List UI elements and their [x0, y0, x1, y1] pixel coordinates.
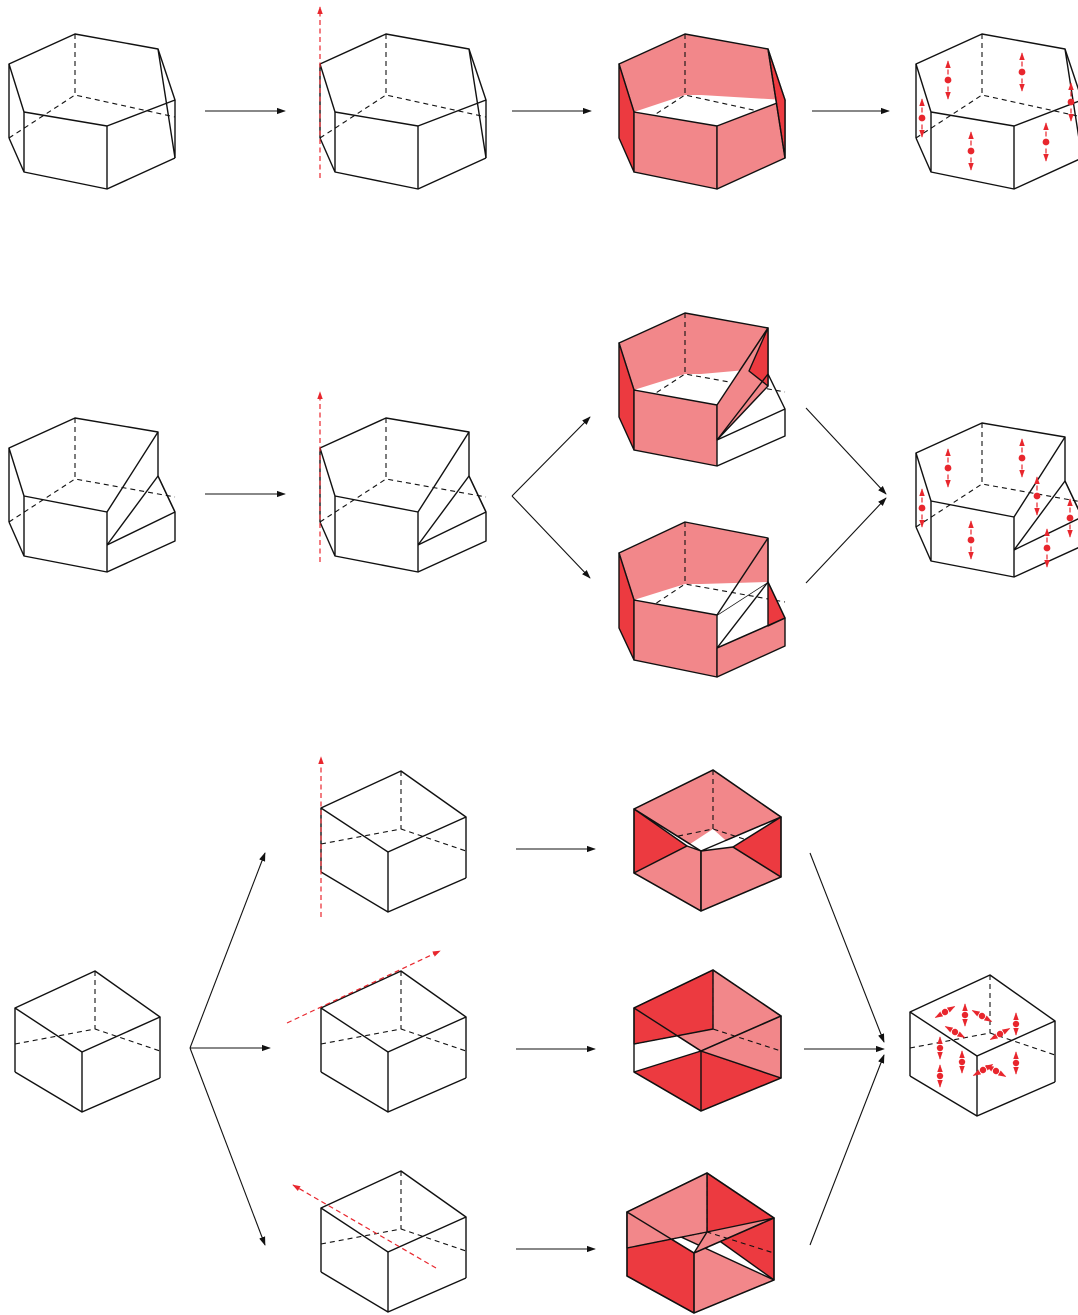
row3-right-axis-arrow — [286, 950, 441, 1024]
row3-split-arrow-up — [189, 852, 266, 1049]
row3-cube-axis-left — [292, 1170, 467, 1313]
row3-cube — [14, 970, 161, 1113]
row3-highlight-mid — [633, 969, 782, 1112]
row3-merge-arrow-bottom — [809, 1054, 885, 1246]
row2-highlight-lower — [618, 521, 786, 678]
row2-split-arrow-down — [511, 495, 591, 579]
row2-merge-arrow-lower — [805, 497, 887, 584]
row2-combined-normals — [915, 422, 1078, 578]
row2-sliced-prism-with-axis — [317, 391, 487, 573]
row1-hex-highlighted — [618, 33, 786, 190]
row2-highlight-upper — [618, 312, 786, 467]
row3-left-axis-arrow — [292, 1184, 437, 1269]
row3-cube-axis-right — [286, 950, 467, 1113]
row3-split-arrow-down — [189, 1047, 266, 1246]
row2-sliced-prism — [8, 417, 176, 573]
row3-highlight-top — [633, 769, 782, 912]
row3-combined-normals — [909, 974, 1056, 1117]
row3-cube-axis-vertical — [318, 756, 467, 917]
row3-highlight-bottom — [626, 1172, 775, 1314]
row2-merge-arrow-upper — [805, 407, 887, 495]
row2-split-arrow-up — [511, 416, 591, 497]
row1-hex-prism — [8, 33, 176, 190]
row3-merge-arrow-top — [809, 852, 885, 1043]
row1-hex-prism-with-axis — [317, 6, 487, 190]
row1-hex-normals — [915, 33, 1078, 190]
